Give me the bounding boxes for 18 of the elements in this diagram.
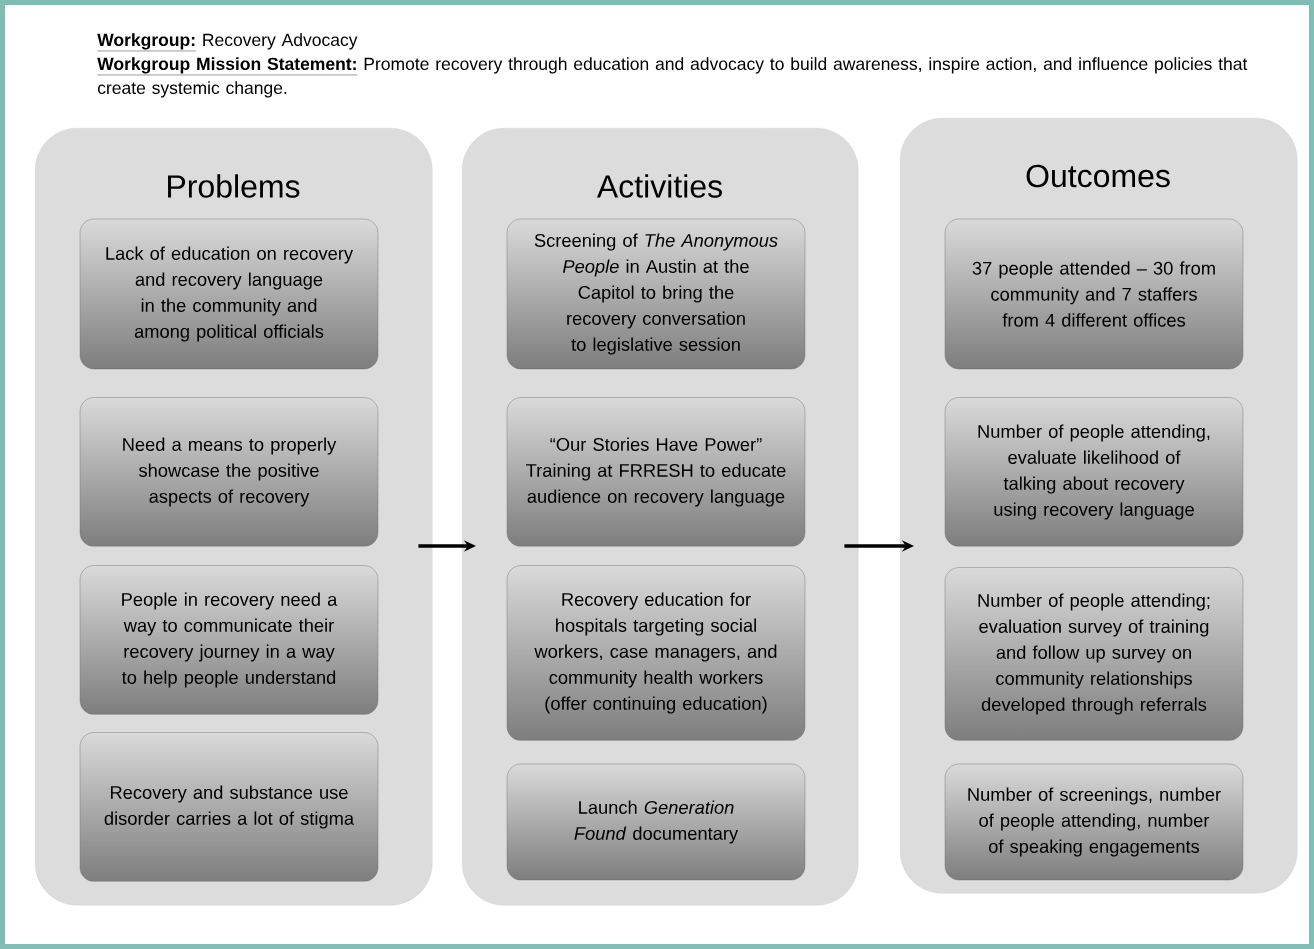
label: create systemic change. xyxy=(97,81,287,98)
text-box: 37 people attended – 30 from community and 7 staffers from 4 different offices xyxy=(944,218,1244,370)
text-box: Lack of education on recovery and recovery language in the community and among political officials xyxy=(79,218,379,370)
text-box: Screening of The Anonymous People in Austin at the Capitol to bring the recovery conversation to legislative session xyxy=(506,218,806,370)
text-box: Recovery and substance use disorder carries a lot of stigma xyxy=(79,732,379,882)
header-text: Workgroup: Recovery Advocacy Workgroup Mission Statement: Promote recovery through education and advocacy to build awareness, inspire action, and influence policies that create systemic change. xyxy=(97,33,1248,98)
text-box: Recovery education for hospitals targeting social workers, case managers, and community health workers (offer continuing education) xyxy=(506,565,806,741)
text-box: Need a means to properly showcase the positive aspects of recovery xyxy=(79,397,379,547)
text-box: “Our Stories Have Power” Training at FRRESH to educate audience on recovery language xyxy=(506,397,806,547)
text-box: Number of people attending; evaluation survey of training and follow up survey on community relationships developed through referrals xyxy=(944,567,1244,741)
label: Workgroup Mission Statement: xyxy=(97,57,356,74)
label: Promote recovery through education and advocacy to build awareness, inspire action, and influence policies that xyxy=(364,57,1248,74)
label: Recovery Advocacy xyxy=(203,33,358,50)
text-box: Launch Generation Found documentary xyxy=(506,763,806,881)
label: Workgroup: xyxy=(97,33,195,50)
text-box: Number of screenings, number of people attending, number of speaking engagements xyxy=(944,763,1244,881)
text-box: Number of people attending, evaluate likelihood of talking about recovery using recovery language xyxy=(944,397,1244,547)
text-box: People in recovery need a way to communicate their recovery journey in a way to help people understand xyxy=(79,565,379,715)
